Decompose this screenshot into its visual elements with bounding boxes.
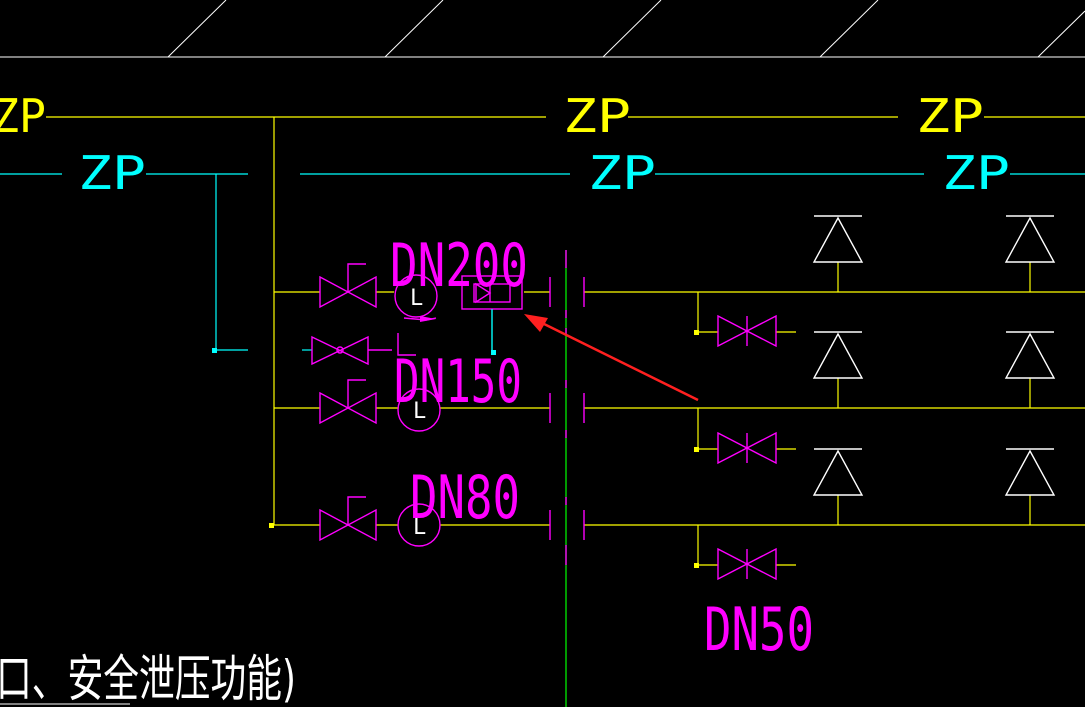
label-dn200: DN200 [390, 231, 528, 301]
gate-valve-row-1 [319, 263, 377, 309]
cyan-node-left [212, 348, 217, 353]
zp-yellow-label-left: ZP [0, 89, 46, 143]
gate-valve-row-3 [319, 496, 377, 542]
flow-meter-row-1: L [394, 274, 438, 322]
top-hatch-band [0, 0, 1085, 58]
branch-valve-2 [717, 431, 777, 465]
gate-valve-row-2 [319, 379, 377, 425]
yellow-branch-pipes [273, 117, 1085, 566]
yellow-node-branch-3 [694, 563, 699, 568]
zp-cyan-line [0, 173, 1085, 351]
pressure-relief-valve [461, 275, 523, 352]
label-dn150: DN150 [394, 347, 522, 417]
label-dn80: DN80 [410, 463, 520, 533]
zp-cyan-label-left: ZP [78, 146, 146, 200]
zp-yellow-label-right: ZP [916, 89, 984, 143]
label-dn50: DN50 [704, 595, 814, 665]
cyan-node-right [491, 350, 496, 355]
gauge-letter-2: L [413, 399, 426, 424]
sprinkler-symbols [812, 215, 1056, 496]
gauge-letter-1: L [410, 286, 423, 311]
zp-cyan-label-mid: ZP [588, 146, 656, 200]
gauge-letter-3: L [413, 515, 426, 540]
red-annotation-arrow [524, 314, 699, 402]
flow-meter-row-3: L [397, 503, 441, 547]
yellow-node-branch-2 [694, 447, 699, 452]
flow-meter-row-2: L [397, 333, 441, 432]
zp-cyan-label-right: ZP [942, 146, 1010, 200]
note-text: 口、安全泄压功能) [0, 650, 296, 707]
branch-valve-3 [717, 547, 777, 581]
yellow-node-header [269, 523, 274, 528]
check-valve-cyan-branch [311, 335, 392, 366]
zp-yellow-label-mid: ZP [563, 89, 631, 143]
flange-marks [549, 250, 585, 565]
yellow-node-branch-1 [694, 330, 699, 335]
branch-valve-1 [717, 314, 777, 348]
